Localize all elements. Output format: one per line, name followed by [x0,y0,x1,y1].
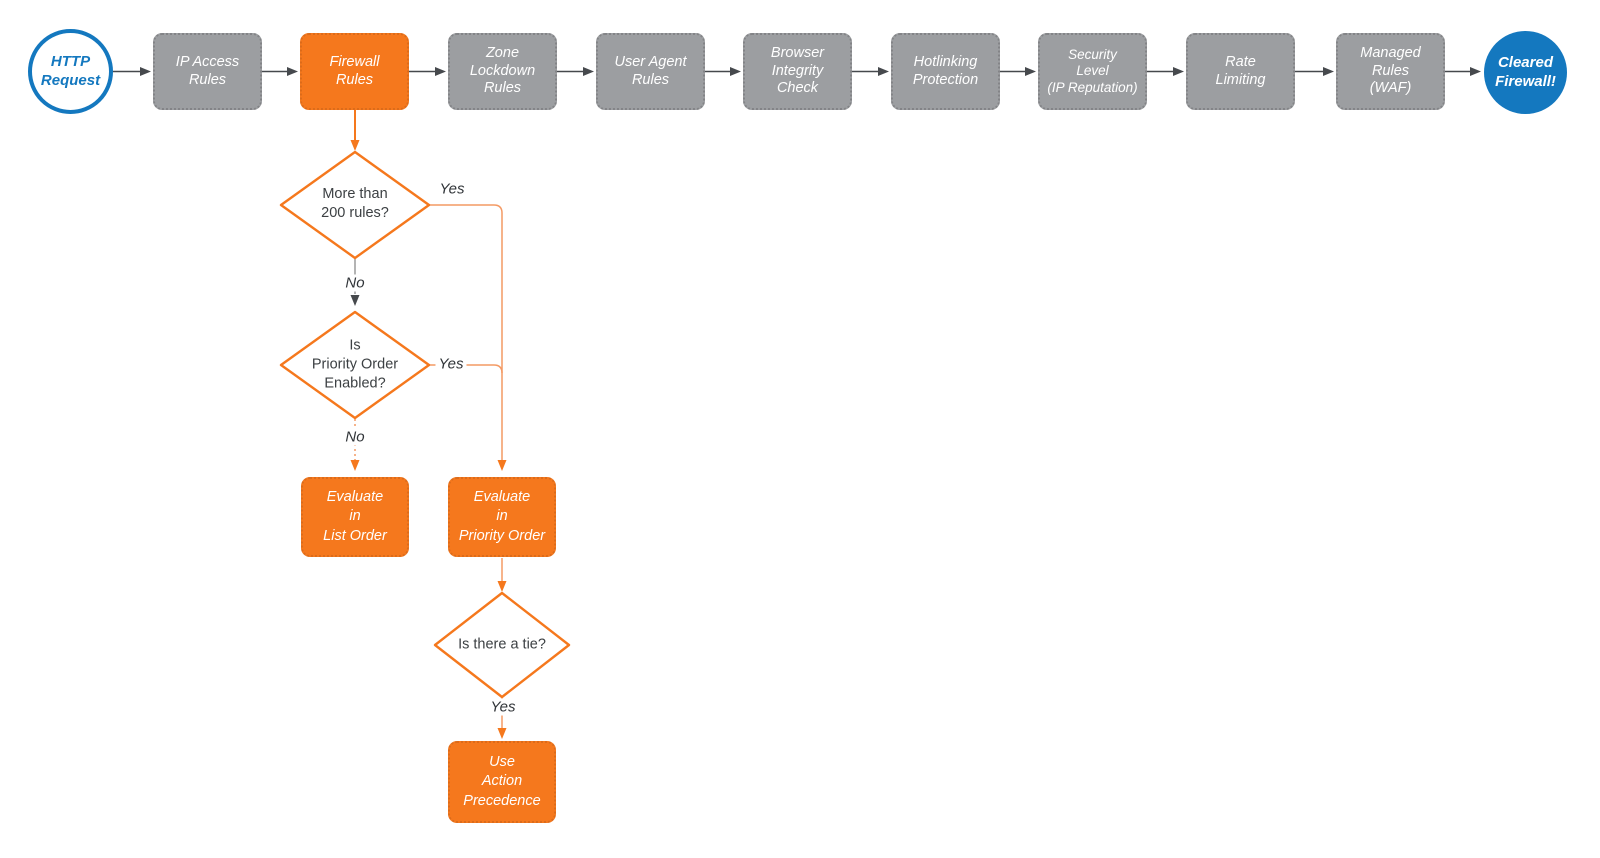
arrowhead-icon [350,295,360,306]
stage-firewall-rules: Firewall Rules [300,33,409,110]
arrowhead-icon [350,460,360,471]
stage-user-agent-rules: User Agent Rules [596,33,705,110]
decision-diamond-is-there-a-tie [433,591,571,699]
decision-diamond-priority-order-enabled [279,310,431,420]
edge-decision2-yes [429,364,503,374]
stage-ip-access-rules: IP Access Rules [153,33,262,110]
decision-label-priority-order-enabled: Is Priority Order Enabled? [311,337,399,392]
edge-managed-to-end [1445,67,1481,76]
action-evaluate-in-list-order: Evaluate in List Order [301,477,409,557]
arrowhead-icon [1025,67,1036,76]
edge-label-no-2: No [342,428,368,446]
end-node-cleared-firewall: Cleared Firewall! [1484,31,1567,114]
edge-label-yes-2: Yes [435,355,467,373]
stage-managed-rules-waf: Managed Rules (WAF) [1336,33,1445,110]
arrowhead-icon [583,67,594,76]
edge-security-to-rate [1147,67,1184,76]
stage-hotlinking-protection: Hotlinking Protection [891,33,1000,110]
decision-diamond-more-than-200-rules [279,150,431,260]
edge-label-no-1: No [342,274,368,292]
action-evaluate-in-priority-order: Evaluate in Priority Order [448,477,556,557]
arrowhead-icon [287,67,298,76]
edge-priority-to-decision3 [497,558,507,592]
arrowhead-icon [497,728,507,739]
action-use-action-precedence: Use Action Precedence [448,741,556,823]
edge-zone-to-user-agent [557,67,594,76]
edge-firewall-to-zone [409,67,446,76]
edge-ip-access-to-firewall [262,67,298,76]
decision-label-more-than-200-rules: More than 200 rules? [321,186,389,221]
arrowhead-icon [140,67,151,76]
stage-rate-limiting: Rate Limiting [1186,33,1295,110]
arrowhead-icon [878,67,889,76]
edge-browser-to-hotlinking [852,67,889,76]
arrowhead-icon [497,460,507,471]
arrowhead-icon [435,67,446,76]
edge-firewall-to-decision1 [350,110,360,151]
stage-zone-lockdown-rules: Zone Lockdown Rules [448,33,557,110]
edge-user-agent-to-browser [705,67,741,76]
edge-decision1-yes [429,204,507,471]
start-node-http-request: HTTP Request [28,29,113,114]
stage-security-level: Security Level (IP Reputation) [1038,33,1147,110]
arrowhead-icon [730,67,741,76]
edge-label-yes-1: Yes [439,180,465,198]
arrowhead-icon [1470,67,1481,76]
arrowhead-icon [1173,67,1184,76]
stage-browser-integrity-check: Browser Integrity Check [743,33,852,110]
arrowhead-icon [350,140,360,151]
edge-rate-to-managed [1295,67,1334,76]
arrowhead-icon [1323,67,1334,76]
decision-label-is-there-a-tie: Is there a tie? [458,636,546,653]
edge-hotlinking-to-security [1000,67,1036,76]
arrowhead-icon [497,581,507,592]
edge-start-to-ip-access [113,67,151,76]
edge-label-yes-3: Yes [487,698,519,716]
